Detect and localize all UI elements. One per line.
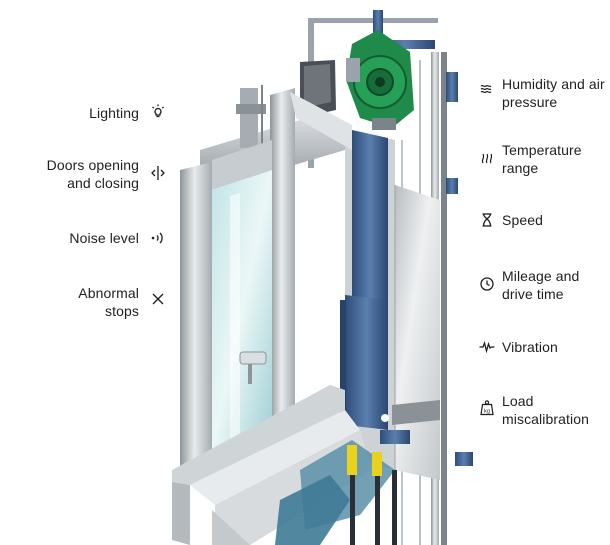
safety-gear bbox=[275, 400, 440, 545]
label-humidity-line-1: Humidity and air bbox=[502, 76, 605, 92]
label-vibration-line-1: Vibration bbox=[502, 339, 558, 355]
label-abnormal: Abnormal stops bbox=[78, 284, 139, 320]
label-vibration: Vibration bbox=[502, 338, 558, 356]
label-load-line-1: Load bbox=[502, 393, 534, 409]
traction-motor bbox=[346, 30, 414, 130]
label-humidity-line-2: pressure bbox=[502, 94, 558, 110]
pulse-icon bbox=[478, 338, 496, 356]
weight-icon: kg bbox=[478, 399, 496, 417]
car-interior-glass bbox=[212, 170, 272, 450]
label-noise: Noise level bbox=[69, 229, 139, 247]
label-speed-line-1: Speed bbox=[502, 212, 543, 228]
heat-icon bbox=[478, 149, 496, 167]
label-doors-line-1: Doors opening bbox=[46, 157, 139, 173]
label-doors-line-2: and closing bbox=[67, 175, 139, 191]
door-beam bbox=[340, 130, 388, 430]
hourglass-icon bbox=[478, 211, 496, 229]
label-abnormal-line-1: Abnormal bbox=[78, 285, 139, 301]
label-mileage: Mileage and drive time bbox=[502, 267, 579, 303]
label-lighting: Lighting bbox=[89, 104, 139, 122]
label-noise-line-1: Noise level bbox=[69, 230, 139, 246]
label-mileage-line-1: Mileage and bbox=[502, 268, 580, 284]
doors-icon bbox=[149, 164, 167, 182]
cross-icon bbox=[149, 290, 167, 308]
clock-icon bbox=[478, 275, 496, 293]
label-doors: Doors opening and closing bbox=[47, 156, 139, 192]
label-abnormal-line-2: stops bbox=[105, 303, 139, 319]
bulb-icon bbox=[149, 103, 167, 121]
label-lighting-line-1: Lighting bbox=[89, 105, 139, 121]
label-temperature-line-1: Temperature bbox=[502, 142, 582, 158]
sound-icon bbox=[149, 229, 167, 247]
car-door-frame bbox=[180, 88, 352, 480]
weight-icon-label: kg bbox=[484, 409, 490, 415]
label-load-line-2: miscalibration bbox=[502, 411, 589, 427]
label-temperature-line-2: range bbox=[502, 160, 539, 176]
label-temperature: Temperature range bbox=[502, 141, 582, 177]
label-mileage-line-2: drive time bbox=[502, 286, 564, 302]
label-speed: Speed bbox=[502, 211, 543, 229]
waves-icon bbox=[478, 80, 496, 98]
label-humidity: Humidity and air pressure bbox=[502, 75, 605, 111]
label-load: Load miscalibration bbox=[502, 392, 589, 428]
